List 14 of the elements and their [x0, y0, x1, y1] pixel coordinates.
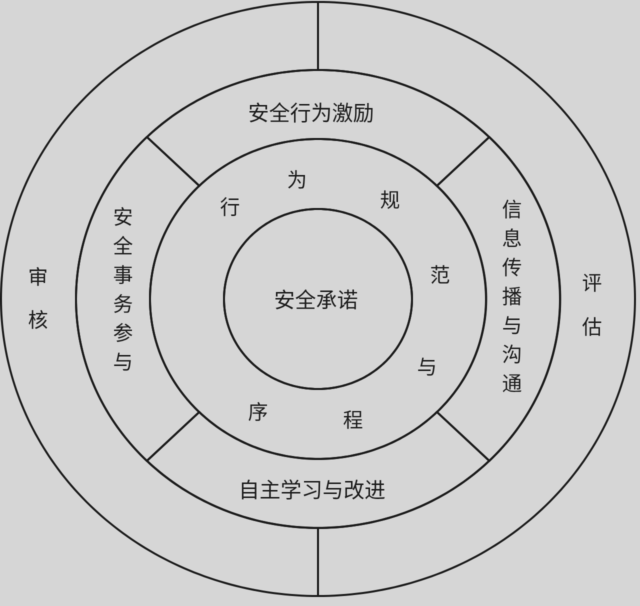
ring-label: 范 [430, 263, 450, 287]
ring-label: 行 [220, 195, 240, 219]
segment-label: 评估 [582, 270, 602, 341]
segment-label: 审核 [28, 264, 48, 334]
ring-label: 程 [343, 408, 363, 432]
ring-label: 规 [380, 188, 400, 212]
ring-label: 为 [287, 168, 307, 192]
ring-label: 与 [417, 355, 437, 379]
segment-label: 安全行为激励 [248, 101, 374, 127]
segment-label: 安全事务参与 [113, 204, 133, 376]
center-label: 安全承诺 [274, 288, 358, 314]
ring-label: 序 [248, 400, 268, 424]
segment-label: 自主学习与改进 [238, 478, 386, 504]
segment-label: 信息传播与沟通 [502, 196, 522, 398]
